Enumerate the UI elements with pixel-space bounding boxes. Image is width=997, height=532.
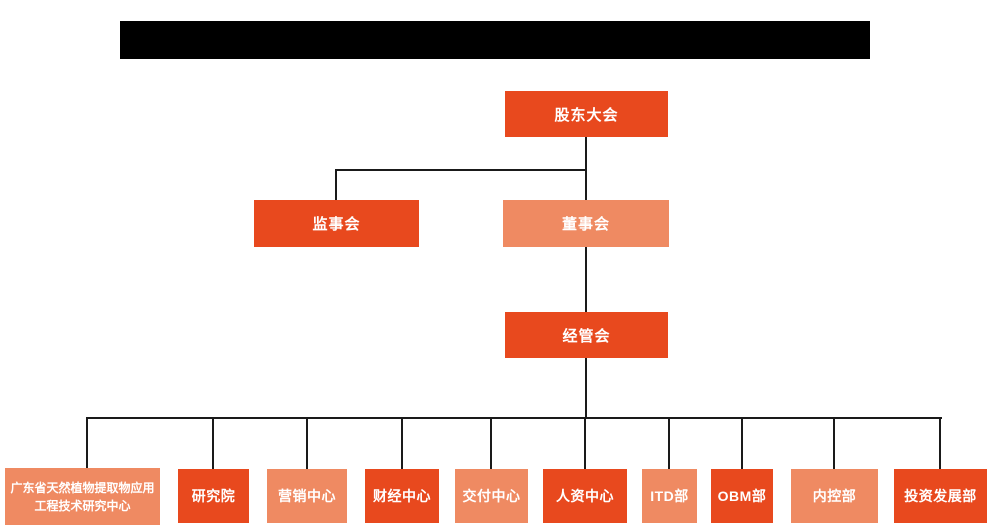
- connector-line: [86, 417, 942, 419]
- connector-line: [490, 417, 492, 469]
- connector-line: [335, 169, 587, 171]
- connector-line: [584, 417, 586, 469]
- connector-line: [401, 417, 403, 469]
- connector-line: [585, 137, 587, 171]
- node-dept-research-institute: 研究院: [178, 469, 249, 523]
- connector-line: [585, 247, 587, 312]
- connector-line: [741, 417, 743, 469]
- node-dept-internal-control: 内控部: [791, 469, 878, 523]
- connector-line: [585, 358, 587, 419]
- node-dept-hr-center: 人资中心: [543, 469, 627, 523]
- node-dept-delivery-center: 交付中心: [455, 469, 528, 523]
- node-dept-itd: ITD部: [642, 469, 697, 523]
- connector-line: [585, 169, 587, 200]
- node-shareholders-meeting: 股东大会: [505, 91, 668, 137]
- node-supervisory-board: 监事会: [254, 200, 419, 247]
- connector-line: [668, 417, 670, 469]
- redacted-title-bar: [120, 21, 870, 59]
- node-management-committee: 经管会: [505, 312, 668, 358]
- node-dept-obm: OBM部: [711, 469, 773, 523]
- node-dept-marketing-center: 营销中心: [267, 469, 347, 523]
- connector-line: [212, 417, 214, 469]
- node-dept-research-center: 广东省天然植物提取物应用工程技术研究中心: [5, 468, 160, 525]
- connector-line: [939, 417, 941, 469]
- connector-line: [306, 417, 308, 469]
- node-dept-finance-center: 财经中心: [365, 469, 439, 523]
- connector-line: [335, 169, 337, 200]
- node-dept-investment-development: 投资发展部: [894, 469, 987, 523]
- node-board-of-directors: 董事会: [503, 200, 669, 247]
- connector-line: [833, 417, 835, 469]
- connector-line: [86, 417, 88, 468]
